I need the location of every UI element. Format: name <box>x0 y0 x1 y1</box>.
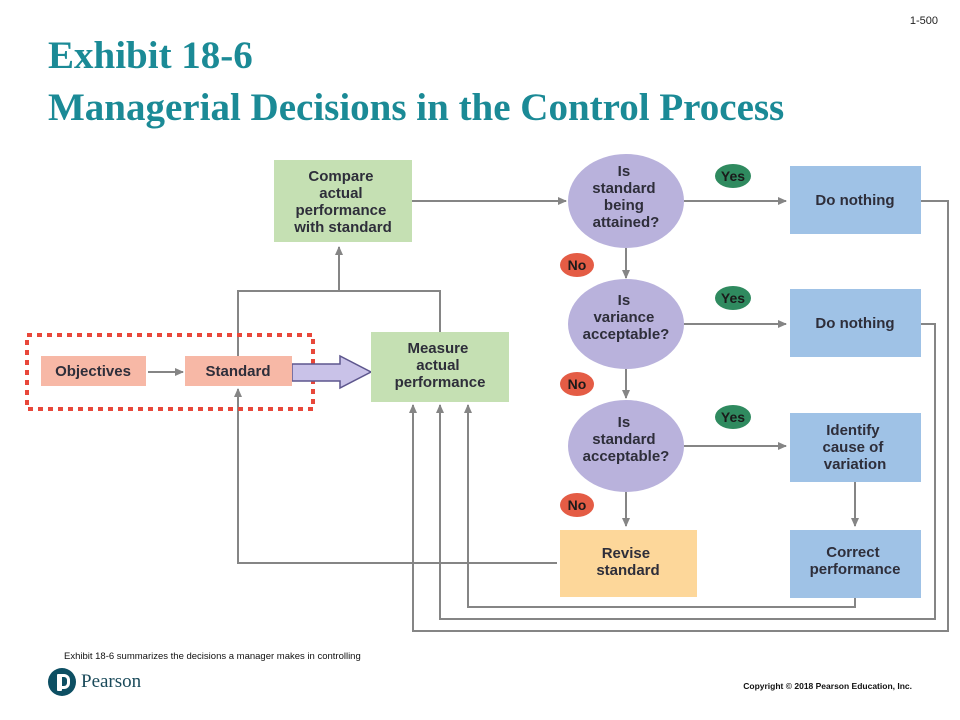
standard-label: Standard <box>205 363 270 380</box>
copyright-notice: Copyright © 2018 Pearson Education, Inc. <box>743 681 912 691</box>
pearson-logo-icon <box>48 668 76 696</box>
question-2-line-3: acceptable? <box>583 326 670 343</box>
svg-text:No: No <box>568 257 587 273</box>
identify-line-3: variation <box>824 456 887 473</box>
objectives-node: Objectives <box>41 356 146 386</box>
do-nothing-2-node: Do nothing <box>790 289 921 357</box>
question-1-line-2: standard <box>592 180 655 197</box>
arrow-correct-to-measure <box>464 404 856 608</box>
correct-line-2: performance <box>810 561 901 578</box>
svg-text:Yes: Yes <box>721 409 745 425</box>
page-title: Exhibit 18-6 Managerial Decisions in the… <box>48 30 784 134</box>
connectors <box>148 197 949 632</box>
block-arrow-standard-to-measure <box>291 354 373 390</box>
do-nothing-2-label: Do nothing <box>815 315 894 332</box>
svg-text:Revise standard: Revise standard <box>596 545 659 579</box>
identify-line-1: Identify <box>826 422 880 439</box>
measure-line-2: actual <box>416 357 459 374</box>
svg-text:Compare actual per: Compare actual performance with standard <box>293 168 392 236</box>
yes-badge-1: Yes <box>715 164 751 188</box>
revise-line-2: standard <box>596 562 659 579</box>
question-1-line-3: being <box>604 197 644 214</box>
yes-badge-2: Yes <box>715 286 751 310</box>
objectives-label: Objectives <box>55 363 131 380</box>
svg-text:Yes: Yes <box>721 168 745 184</box>
svg-text:Identify cause of: Identify cause of variation <box>822 422 887 473</box>
arrow-revise-to-standard <box>234 388 557 564</box>
correct-node: Correct performance <box>790 530 921 598</box>
do-nothing-1-node: Do nothing <box>790 166 921 234</box>
svg-text:Correct performance: Correct performance <box>810 544 901 578</box>
svg-text:No: No <box>568 376 587 392</box>
identify-node: Identify cause of variation <box>790 413 921 482</box>
title-line-1: Exhibit 18-6 <box>48 34 253 77</box>
standard-node: Standard <box>185 356 292 386</box>
svg-text:Is variance accept: Is variance acceptable? <box>583 292 670 343</box>
svg-text:Is standard being: Is standard being attained? <box>592 163 660 231</box>
no-badge-3: No <box>560 493 594 517</box>
question-1-line-4: attained? <box>593 214 660 231</box>
measure-line-1: Measure <box>407 340 468 357</box>
do-nothing-1-label: Do nothing <box>815 192 894 209</box>
svg-text:Yes: Yes <box>721 290 745 306</box>
svg-text:Is standard accept: Is standard acceptable? <box>583 414 670 465</box>
compare-node: Compare actual performance with standard <box>274 160 412 242</box>
slide-number: 1-500 <box>909 15 938 27</box>
question-1-node: Is standard being attained? <box>568 154 684 248</box>
question-2-node: Is variance acceptable? <box>568 279 684 369</box>
question-3-line-3: acceptable? <box>583 448 670 465</box>
compare-line-1: Compare <box>308 168 373 185</box>
no-badge-1: No <box>560 253 594 277</box>
arrow-do-nothing-2-to-measure <box>436 323 936 620</box>
question-3-line-1: Is <box>618 414 631 431</box>
svg-text:No: No <box>568 497 587 513</box>
svg-text:Measure actual per: Measure actual performance <box>395 340 486 391</box>
exhibit-caption: Exhibit 18-6 summarizes the decisions a … <box>64 651 361 662</box>
question-1-line-1: Is <box>618 163 631 180</box>
compare-line-3: performance <box>295 202 386 219</box>
pearson-logo: Pearson <box>48 668 141 696</box>
compare-line-4: with standard <box>293 219 392 236</box>
no-badge-2: No <box>560 372 594 396</box>
revise-node: Revise standard <box>560 530 697 597</box>
identify-line-2: cause of <box>822 439 884 456</box>
correct-line-1: Correct <box>826 544 879 561</box>
question-2-line-2: variance <box>593 309 654 326</box>
pearson-logo-text: Pearson <box>81 671 142 692</box>
yes-badge-3: Yes <box>715 405 751 429</box>
question-2-line-1: Is <box>618 292 631 309</box>
title-line-2: Managerial Decisions in the Control Proc… <box>48 86 785 129</box>
revise-line-1: Revise <box>602 545 650 562</box>
question-3-node: Is standard acceptable? <box>568 400 684 492</box>
arrow-do-nothing-1-to-measure <box>409 200 949 632</box>
measure-node: Measure actual performance <box>371 332 509 402</box>
compare-line-2: actual <box>319 185 362 202</box>
measure-line-3: performance <box>395 374 486 391</box>
question-3-line-2: standard <box>592 431 655 448</box>
